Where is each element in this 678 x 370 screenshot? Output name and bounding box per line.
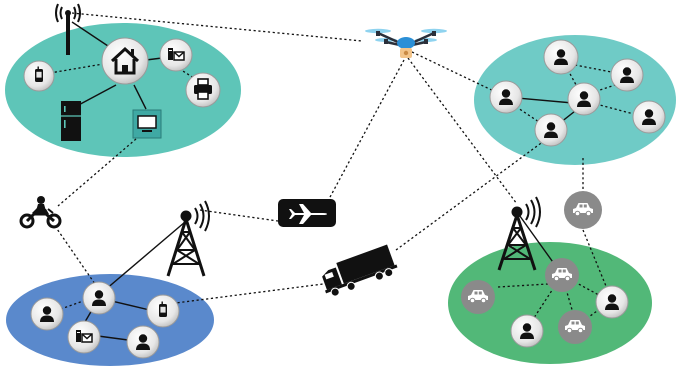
person-icon [543,39,579,75]
mail-server-icon [67,320,101,354]
monitor-icon [132,109,162,139]
phone-icon [146,294,180,328]
person-icon [510,314,544,348]
cell-tower-icon [497,196,541,271]
fridge-icon [61,101,81,141]
cell-tower-icon [166,200,210,277]
car-icon [461,280,495,314]
airplane-icon [278,199,336,227]
person-icon [610,58,644,92]
car-icon [558,310,592,344]
mail-server-icon [159,38,193,72]
car-icon [564,191,602,229]
antenna-icon [55,3,81,55]
printer-icon [185,72,221,108]
phone-icon [23,60,55,92]
drone-icon [365,28,447,58]
network-links [54,12,609,305]
truck-icon [322,244,398,297]
person-icon [534,113,568,147]
home-icon [101,37,149,85]
motorcycle-icon [19,196,62,229]
person-icon [30,297,64,331]
person-icon [632,100,666,134]
person-icon [567,82,601,116]
person-icon [126,325,160,359]
person-icon [82,281,116,315]
person-icon [595,285,629,319]
vehicle-cluster [448,242,652,364]
car-icon [545,258,579,292]
person-icon [489,80,523,114]
